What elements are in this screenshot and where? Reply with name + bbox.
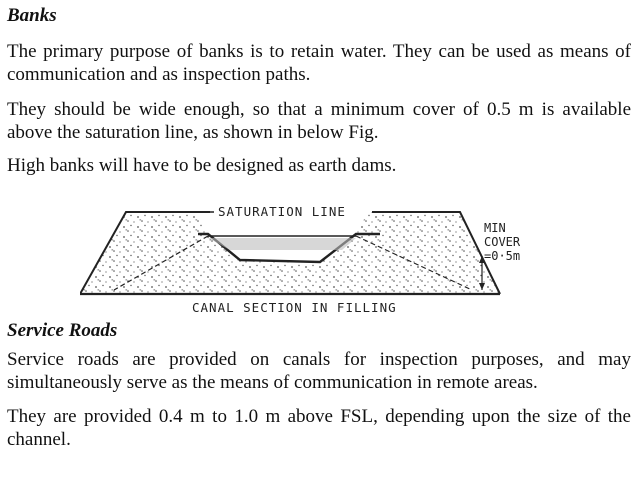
embankment-fill [80,212,500,294]
service-roads-heading: Service Roads [7,320,118,341]
canal-water [208,238,356,250]
service-roads-paragraph-1: Service roads are provided on canals for… [7,349,631,393]
min-cover-label-3: =0·5m [484,249,520,263]
right-saturation-line [355,235,473,291]
min-cover-label-1: MIN [484,221,506,235]
canal-section-drawing: SATURATION LINE MIN COVER =0·5m CANAL SE… [80,204,521,315]
canal-prism-outline [198,232,380,264]
left-saturation-line [113,235,209,291]
min-cover-arrow-down [479,283,485,290]
banks-paragraph-1: The primary purpose of banks is to retai… [7,41,631,85]
banks-paragraph-2: They should be wide enough, so that a mi… [7,99,631,143]
banks-heading: Banks [7,5,57,26]
min-cover-label-2: COVER [484,235,521,249]
min-cover-arrow-up [479,256,485,263]
canal-section-figure: SATURATION LINE MIN COVER =0·5m CANAL SE… [80,194,540,320]
service-roads-paragraph-2: They are provided 0.4 m to 1.0 m above F… [7,406,631,450]
figure-caption: CANAL SECTION IN FILLING [192,300,397,315]
saturation-line-label: SATURATION LINE [218,204,346,219]
banks-paragraph-3: High banks will have to be designed as e… [7,155,397,176]
